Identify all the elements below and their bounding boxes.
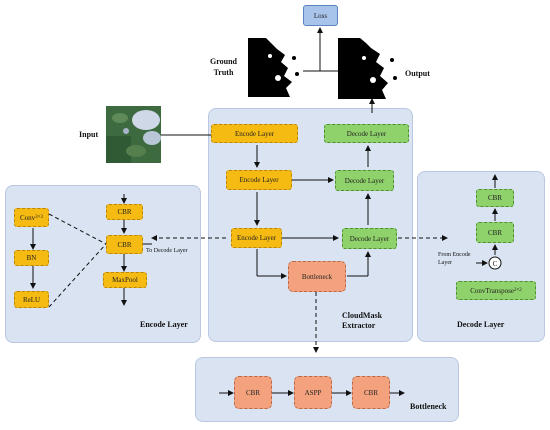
ground-truth-image (248, 38, 303, 97)
loss-box: Loss (303, 5, 338, 26)
from-encode-layer-label: From Encode Layer (438, 252, 471, 266)
aspp-box: ASPP (294, 376, 332, 409)
encode-panel-title: Encode Layer (140, 320, 188, 329)
decode-panel-title: Decode Layer (457, 320, 505, 329)
encode-cbr-1: CBR (106, 204, 143, 220)
decode-layer-3: Decode Layer (342, 228, 397, 249)
bottleneck-cbr-2: CBR (352, 376, 390, 409)
bn-box: BN (14, 250, 49, 266)
decode-layer-1: Decode Layer (324, 124, 409, 143)
output-image (338, 38, 401, 99)
bottleneck-box: Bottleneck (288, 261, 346, 292)
concat-symbol: C (493, 260, 498, 268)
encode-layer-2: Encode Layer (226, 170, 292, 190)
to-decode-layer-label: To Decode Layer (146, 248, 188, 254)
cloudmask-extractor-title: CloudMask Extractor (342, 311, 383, 330)
maxpool-box: MaxPool (103, 272, 147, 288)
ground-truth-label: Ground Truth (210, 57, 237, 77)
decode-layer-2: Decode Layer (335, 170, 394, 191)
encode-layer-1: Encode Layer (211, 124, 298, 143)
concat-circle (488, 256, 502, 270)
input-satellite-image (106, 106, 161, 163)
cloudmask-extractor-panel (208, 108, 413, 342)
decode-cbr-2: CBR (476, 222, 514, 243)
encode-layer-3: Encode Layer (231, 228, 282, 248)
input-label: Input (79, 130, 99, 139)
output-label: Output (405, 69, 430, 78)
bottleneck-cbr-1: CBR (234, 376, 272, 409)
encode-cbr-2: CBR (106, 235, 143, 254)
relu-box: ReLU (14, 291, 49, 308)
decode-cbr-1: CBR (476, 189, 514, 207)
bottleneck-panel-title: Bottleneck (410, 402, 447, 411)
